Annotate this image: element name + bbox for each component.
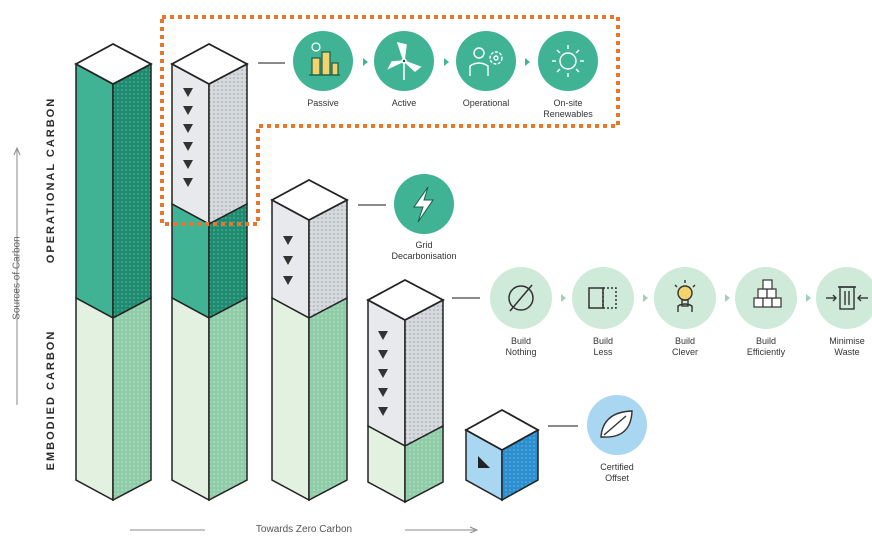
minimise-waste-icon xyxy=(826,286,868,310)
arrow-nothing-less xyxy=(561,294,566,302)
column-4-down-arrows xyxy=(378,331,388,416)
sources-of-carbon-label: Sources of Carbon xyxy=(11,236,23,320)
label-passive: Passive xyxy=(307,98,339,108)
embodied-step-waste xyxy=(816,267,872,329)
column-1-baseline xyxy=(74,42,153,502)
embodied-step-less xyxy=(572,267,634,329)
passive-building-icon xyxy=(309,42,340,76)
column-4-reduced-side xyxy=(404,298,444,448)
no-build-icon xyxy=(508,284,534,312)
label-active: Active xyxy=(391,98,417,108)
column-2-reduced-side xyxy=(208,62,248,226)
wind-turbine-icon xyxy=(387,41,422,80)
column-5-offset xyxy=(464,408,540,502)
column-1-top xyxy=(74,42,153,86)
operational-step-active xyxy=(374,31,434,91)
operational-highlight-outline xyxy=(160,15,620,226)
column-1-embodied-front xyxy=(75,296,114,502)
column-3-grid-decarbonisation xyxy=(270,178,349,502)
column-5-top xyxy=(464,408,540,452)
column-3-down-arrows xyxy=(283,236,293,285)
label-build-less: Build Less xyxy=(592,336,613,357)
label-build-efficiently: Build Efficiently xyxy=(746,336,786,357)
column-4-embodied-side xyxy=(404,424,444,504)
column-2-down-arrows xyxy=(183,88,193,187)
towards-zero-carbon-label: Towards Zero Carbon xyxy=(255,524,353,535)
arrow-active-operational xyxy=(444,58,449,66)
grid-step xyxy=(394,174,454,234)
arrow-operational-renewables xyxy=(525,58,530,66)
column-4-top xyxy=(366,278,445,322)
build-less-icon xyxy=(588,287,617,309)
arrow-less-clever xyxy=(643,294,648,302)
lightning-icon xyxy=(413,186,434,223)
label-operational: Operational xyxy=(462,98,510,108)
column-2-top xyxy=(170,42,249,86)
label-build-nothing: Build Nothing xyxy=(505,336,537,357)
leaf-icon xyxy=(600,410,633,438)
column-5-corner-arrow xyxy=(478,456,490,468)
embodied-step-nothing xyxy=(490,267,552,329)
operational-carbon-label: OPERATIONAL CARBON xyxy=(45,96,57,264)
column-2-embodied-front xyxy=(171,296,210,502)
arrow-passive-active xyxy=(363,58,368,66)
arrow-clever-efficiently xyxy=(725,294,730,302)
column-4-reduced-front xyxy=(367,298,406,448)
label-grid-decarbonisation: Grid Decarbonisation xyxy=(391,240,457,261)
column-4-embodied-reduction xyxy=(366,278,445,504)
column-1-operational-side xyxy=(112,62,152,320)
y-axis-arrow xyxy=(13,146,21,405)
sun-icon xyxy=(552,45,584,77)
column-3-embodied-front xyxy=(271,296,310,502)
column-1-embodied-side xyxy=(112,296,152,502)
operational-step-renewables xyxy=(538,31,598,91)
arrow-efficiently-waste xyxy=(806,294,811,302)
column-3-embodied-side xyxy=(308,296,348,502)
label-minimise-waste: Minimise Waste xyxy=(829,336,865,357)
operator-gear-icon xyxy=(469,47,503,76)
embodied-step-efficiently xyxy=(735,267,797,329)
label-build-clever: Build Clever xyxy=(671,336,698,357)
column-2-embodied-side xyxy=(208,296,248,502)
offset-step xyxy=(587,395,647,455)
operational-step-operational xyxy=(456,31,516,91)
embodied-carbon-label: EMBODIED CARBON xyxy=(45,329,57,471)
x-axis-arrow xyxy=(130,526,479,534)
embodied-step-clever xyxy=(654,267,716,329)
label-certified-offset: Certified Offset xyxy=(600,462,634,483)
lightbulb-icon xyxy=(674,280,696,312)
column-2-operational-reduction xyxy=(170,42,249,502)
label-on-site-renewables: On-site Renewables xyxy=(543,98,593,119)
operational-step-passive xyxy=(293,31,353,91)
stacked-blocks-icon xyxy=(753,279,782,308)
column-1-operational-front xyxy=(75,62,114,320)
column-3-top xyxy=(270,178,349,222)
